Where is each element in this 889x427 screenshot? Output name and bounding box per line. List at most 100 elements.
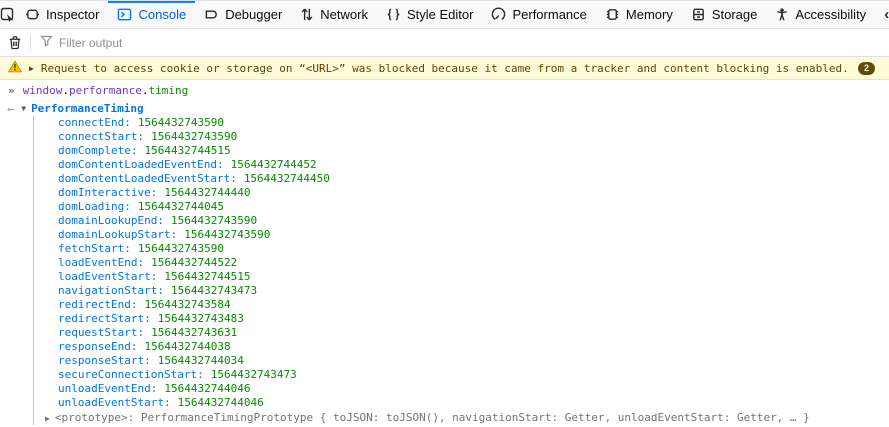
tab-label: Accessibility	[795, 7, 867, 22]
filter-output-input[interactable]	[59, 35, 889, 50]
object-property-row: domContentLoadedEventStart1564432744450	[34, 172, 889, 186]
pick-element-button[interactable]	[0, 1, 16, 28]
property-name: domInteractive	[58, 186, 157, 199]
property-value: 1564432743590	[170, 214, 258, 227]
console-icon	[117, 7, 132, 22]
object-property-row: navigationStart 1564432743473	[34, 284, 889, 298]
property-value: 1564432744034	[157, 354, 244, 367]
property-value: 1564432744046	[164, 382, 251, 395]
object-collapse-icon[interactable]: ▼	[21, 104, 27, 113]
input-prompt-icon: »	[8, 84, 15, 97]
tab-label: Network	[320, 7, 368, 22]
inspector-icon	[25, 7, 40, 22]
property-value: 1564432743584	[144, 298, 231, 311]
property-value: 1564432744515	[144, 144, 231, 157]
property-value: 1564432743473	[170, 284, 258, 297]
tab-overflow-chevron-icon[interactable]: ‹	[884, 6, 889, 23]
result-object-header: ← ▼ PerformanceTiming	[0, 101, 889, 116]
tab-network[interactable]: Network	[291, 1, 377, 28]
object-property-row: fetchStart1564432743590	[34, 242, 889, 256]
network-arrows-icon	[300, 7, 314, 22]
object-property-row: responseEnd 1564432744038	[34, 340, 889, 354]
filter-funnel-icon	[40, 34, 53, 52]
tab-memory[interactable]: Memory	[596, 1, 682, 28]
property-name: redirectEnd	[58, 298, 137, 311]
object-property-row: domInteractive1564432744440	[34, 186, 889, 200]
object-property-row: domComplete 1564432744515	[34, 144, 889, 158]
property-name: domainLookupStart	[58, 228, 177, 241]
tab-console[interactable]: Console	[108, 1, 195, 28]
chip-icon	[605, 7, 620, 22]
prototype-text: <prototype>: PerformanceTimingPrototype …	[54, 411, 810, 424]
object-property-row: connectStart1564432743590	[34, 130, 889, 144]
tab-label: Console	[138, 7, 187, 22]
result-arrow-icon: ←	[7, 101, 15, 116]
tab-label: Performance	[512, 7, 587, 22]
trash-icon	[8, 35, 22, 50]
property-name: domContentLoadedEventStart	[58, 172, 237, 185]
object-properties: connectEnd 1564432743590 connectStart1564…	[33, 116, 889, 425]
prototype-expand-icon[interactable]: ▶	[45, 414, 50, 423]
warning-count-badge: 2	[858, 61, 875, 75]
object-class-name: PerformanceTiming	[31, 102, 144, 115]
code-token: .	[62, 84, 69, 97]
property-name: domainLookupEnd	[58, 214, 164, 227]
tab-debugger[interactable]: Debugger	[195, 1, 291, 28]
property-value: 1564432743590	[151, 130, 238, 143]
tab-inspector[interactable]: Inspector	[16, 1, 108, 28]
property-name: responseEnd	[58, 340, 137, 353]
object-property-row: domainLookupStart 1564432743590	[34, 228, 889, 242]
property-value: 1564432743590	[137, 116, 224, 129]
property-value: 1564432744038	[144, 340, 231, 353]
code-token: timing	[148, 84, 189, 97]
tab-label: Memory	[625, 7, 673, 22]
tab-performance[interactable]: Performance	[482, 1, 595, 28]
tab-accessibility[interactable]: Accessibility	[766, 1, 875, 28]
clear-console-button[interactable]	[0, 35, 30, 50]
warning-triangle-icon	[7, 60, 23, 76]
property-value: 1564432743631	[151, 326, 238, 339]
braces-icon	[386, 7, 401, 22]
property-name: domContentLoadedEventEnd	[58, 158, 224, 171]
property-value: 1564432744045	[137, 200, 224, 213]
prototype-row[interactable]: ▶ <prototype>: PerformanceTimingPrototype…	[34, 410, 889, 425]
console-output: ▶ Request to access cookie or storage on…	[0, 57, 889, 427]
debugger-icon	[204, 7, 219, 22]
property-value: 1564432743483	[157, 312, 244, 325]
tab-storage[interactable]: Storage	[682, 1, 767, 28]
property-value: 1564432743590	[184, 228, 271, 241]
object-property-row: secureConnectionStart 1564432743473	[34, 368, 889, 382]
property-name: domComplete	[58, 144, 137, 157]
warning-expand-icon[interactable]: ▶	[29, 63, 34, 73]
devtools-tabbar: Inspector Console Debugger	[0, 1, 889, 29]
code-token: .	[141, 84, 149, 97]
property-value: 1564432743590	[137, 242, 224, 255]
property-value: 1564432744452	[230, 158, 317, 171]
property-name: navigationStart	[58, 284, 164, 297]
object-property-row: redirectStart1564432743483	[34, 312, 889, 326]
property-name: secureConnectionStart	[58, 368, 204, 381]
object-property-row: domainLookupEnd 1564432743590	[34, 214, 889, 228]
pick-element-icon	[0, 7, 16, 23]
object-property-row: domContentLoadedEventEnd 1564432744452	[34, 158, 889, 172]
tab-label: Inspector	[46, 7, 100, 22]
property-name: domLoading	[58, 200, 131, 213]
object-property-row: requestStart 1564432743631	[34, 326, 889, 340]
property-name: requestStart	[58, 326, 144, 339]
tab-label: Storage	[711, 7, 758, 22]
console-input-code: window.performance.timing	[23, 84, 189, 97]
warning-message-text: Request to access cookie or storage on “…	[40, 61, 849, 75]
property-name: loadEventEnd	[58, 256, 144, 269]
filterbar-divider	[30, 34, 31, 51]
warning-message-row[interactable]: ▶ Request to access cookie or storage on…	[0, 57, 889, 80]
property-name: connectEnd	[58, 116, 131, 129]
object-property-row: unloadEventStart1564432744046	[34, 396, 889, 410]
tab-label: Style Editor	[406, 7, 474, 22]
property-name: unloadEventEnd	[58, 382, 157, 395]
tab-style-editor[interactable]: Style Editor	[377, 1, 482, 28]
object-property-row: domLoading 1564432744045	[34, 200, 889, 214]
storage-icon	[691, 7, 706, 22]
property-value: 1564432743473	[210, 368, 297, 381]
code-token: performance	[69, 84, 142, 97]
